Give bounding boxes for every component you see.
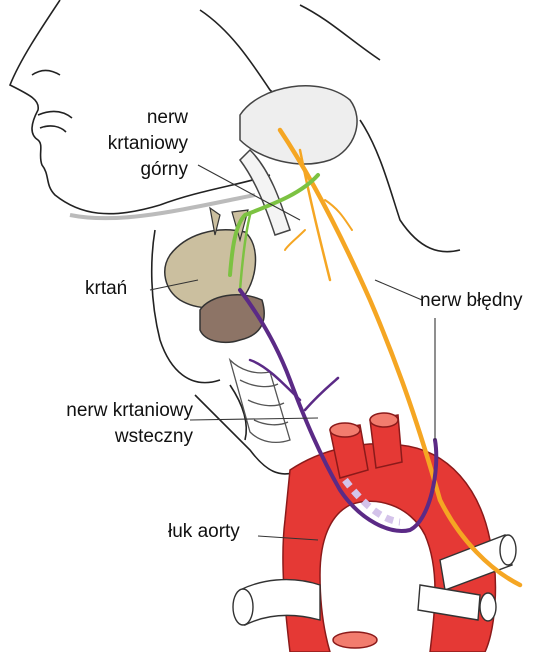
label-recurrent-laryngeal-line-2: wsteczny <box>15 424 193 450</box>
jaw-shadow <box>70 195 255 218</box>
label-superior-laryngeal-line-3: górny <box>90 157 188 183</box>
label-recurrent-laryngeal-line-1: nerw krtaniowy <box>15 398 193 424</box>
label-superior-laryngeal: nerw krtaniowy górny <box>90 105 188 183</box>
label-aortic-arch: łuk aorty <box>168 519 240 545</box>
label-superior-laryngeal-line-1: nerw <box>90 105 188 131</box>
label-recurrent-laryngeal: nerw krtaniowy wsteczny <box>15 398 193 450</box>
label-vagus: nerw błędny <box>420 288 522 314</box>
label-superior-laryngeal-line-2: krtaniowy <box>90 131 188 157</box>
label-larynx: krtań <box>85 276 127 302</box>
leader-vagus <box>375 280 422 300</box>
cricoid-cartilage <box>200 295 264 343</box>
